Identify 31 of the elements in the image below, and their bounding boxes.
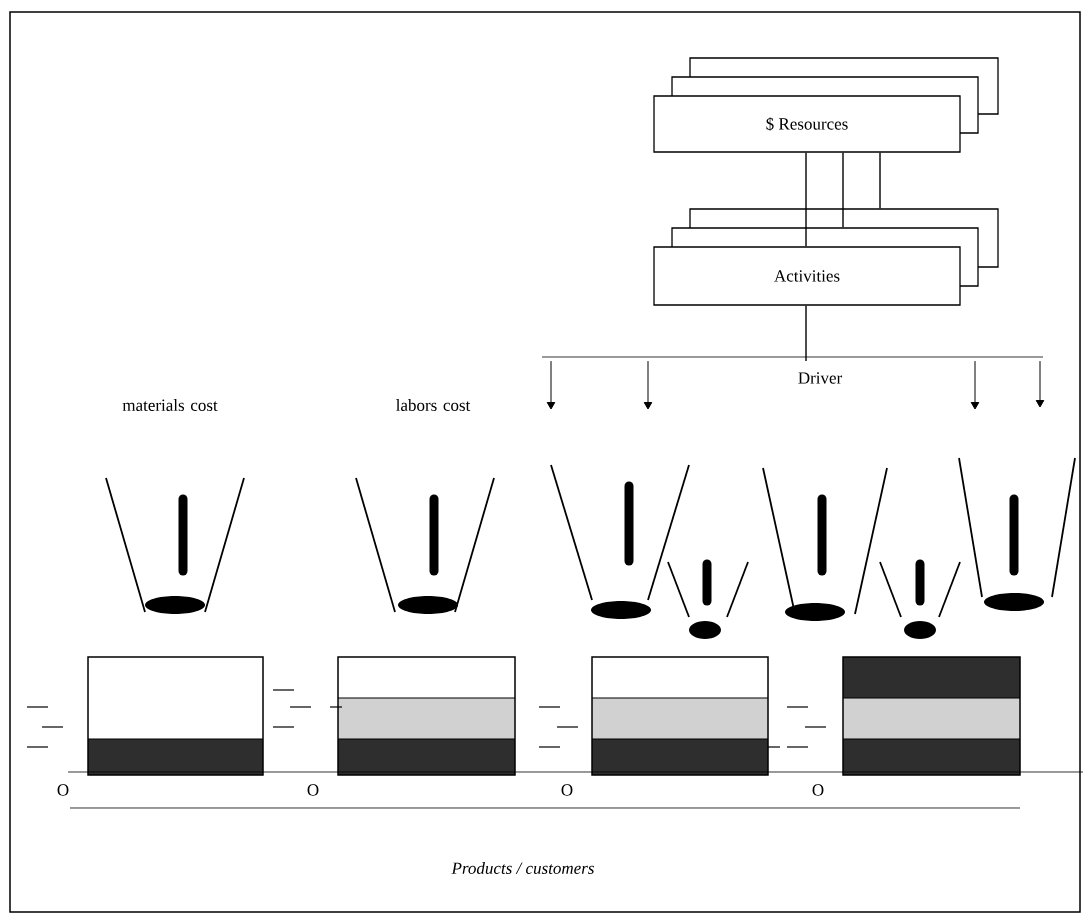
funnel-drawing [105,477,245,614]
caption: Products / customers [451,862,594,874]
stacked-bar [87,656,264,776]
origin-label: O [561,784,573,796]
node-label: $ Resources [766,117,848,131]
origin-label: O [57,784,69,796]
node-label: Activities [774,270,840,282]
funnel-drawing [667,559,749,639]
origin-label: O [307,784,319,796]
origin-label: O [812,784,824,796]
funnel-drawing [958,457,1076,611]
arrow [970,360,980,410]
stacked-bar [337,656,516,776]
arrow [1035,360,1045,408]
funnel-drawing [550,464,690,619]
connector-line [805,151,807,248]
driver-label: Driver [798,372,843,384]
stacked-box: Activities [653,208,999,306]
stacked-bar [842,656,1021,776]
connector-line [842,151,844,229]
connector-line [879,151,881,210]
connector-line [805,304,807,362]
stacked-box: $ Resources [653,57,999,153]
stacked-bar [591,656,769,776]
cost-label: materials cost [122,399,218,411]
arrow [643,360,653,410]
arrow [546,360,556,410]
funnel-drawing [762,467,888,621]
cost-label: labors cost [396,399,471,411]
funnel-drawing [355,477,495,614]
funnel-drawing [879,559,961,639]
